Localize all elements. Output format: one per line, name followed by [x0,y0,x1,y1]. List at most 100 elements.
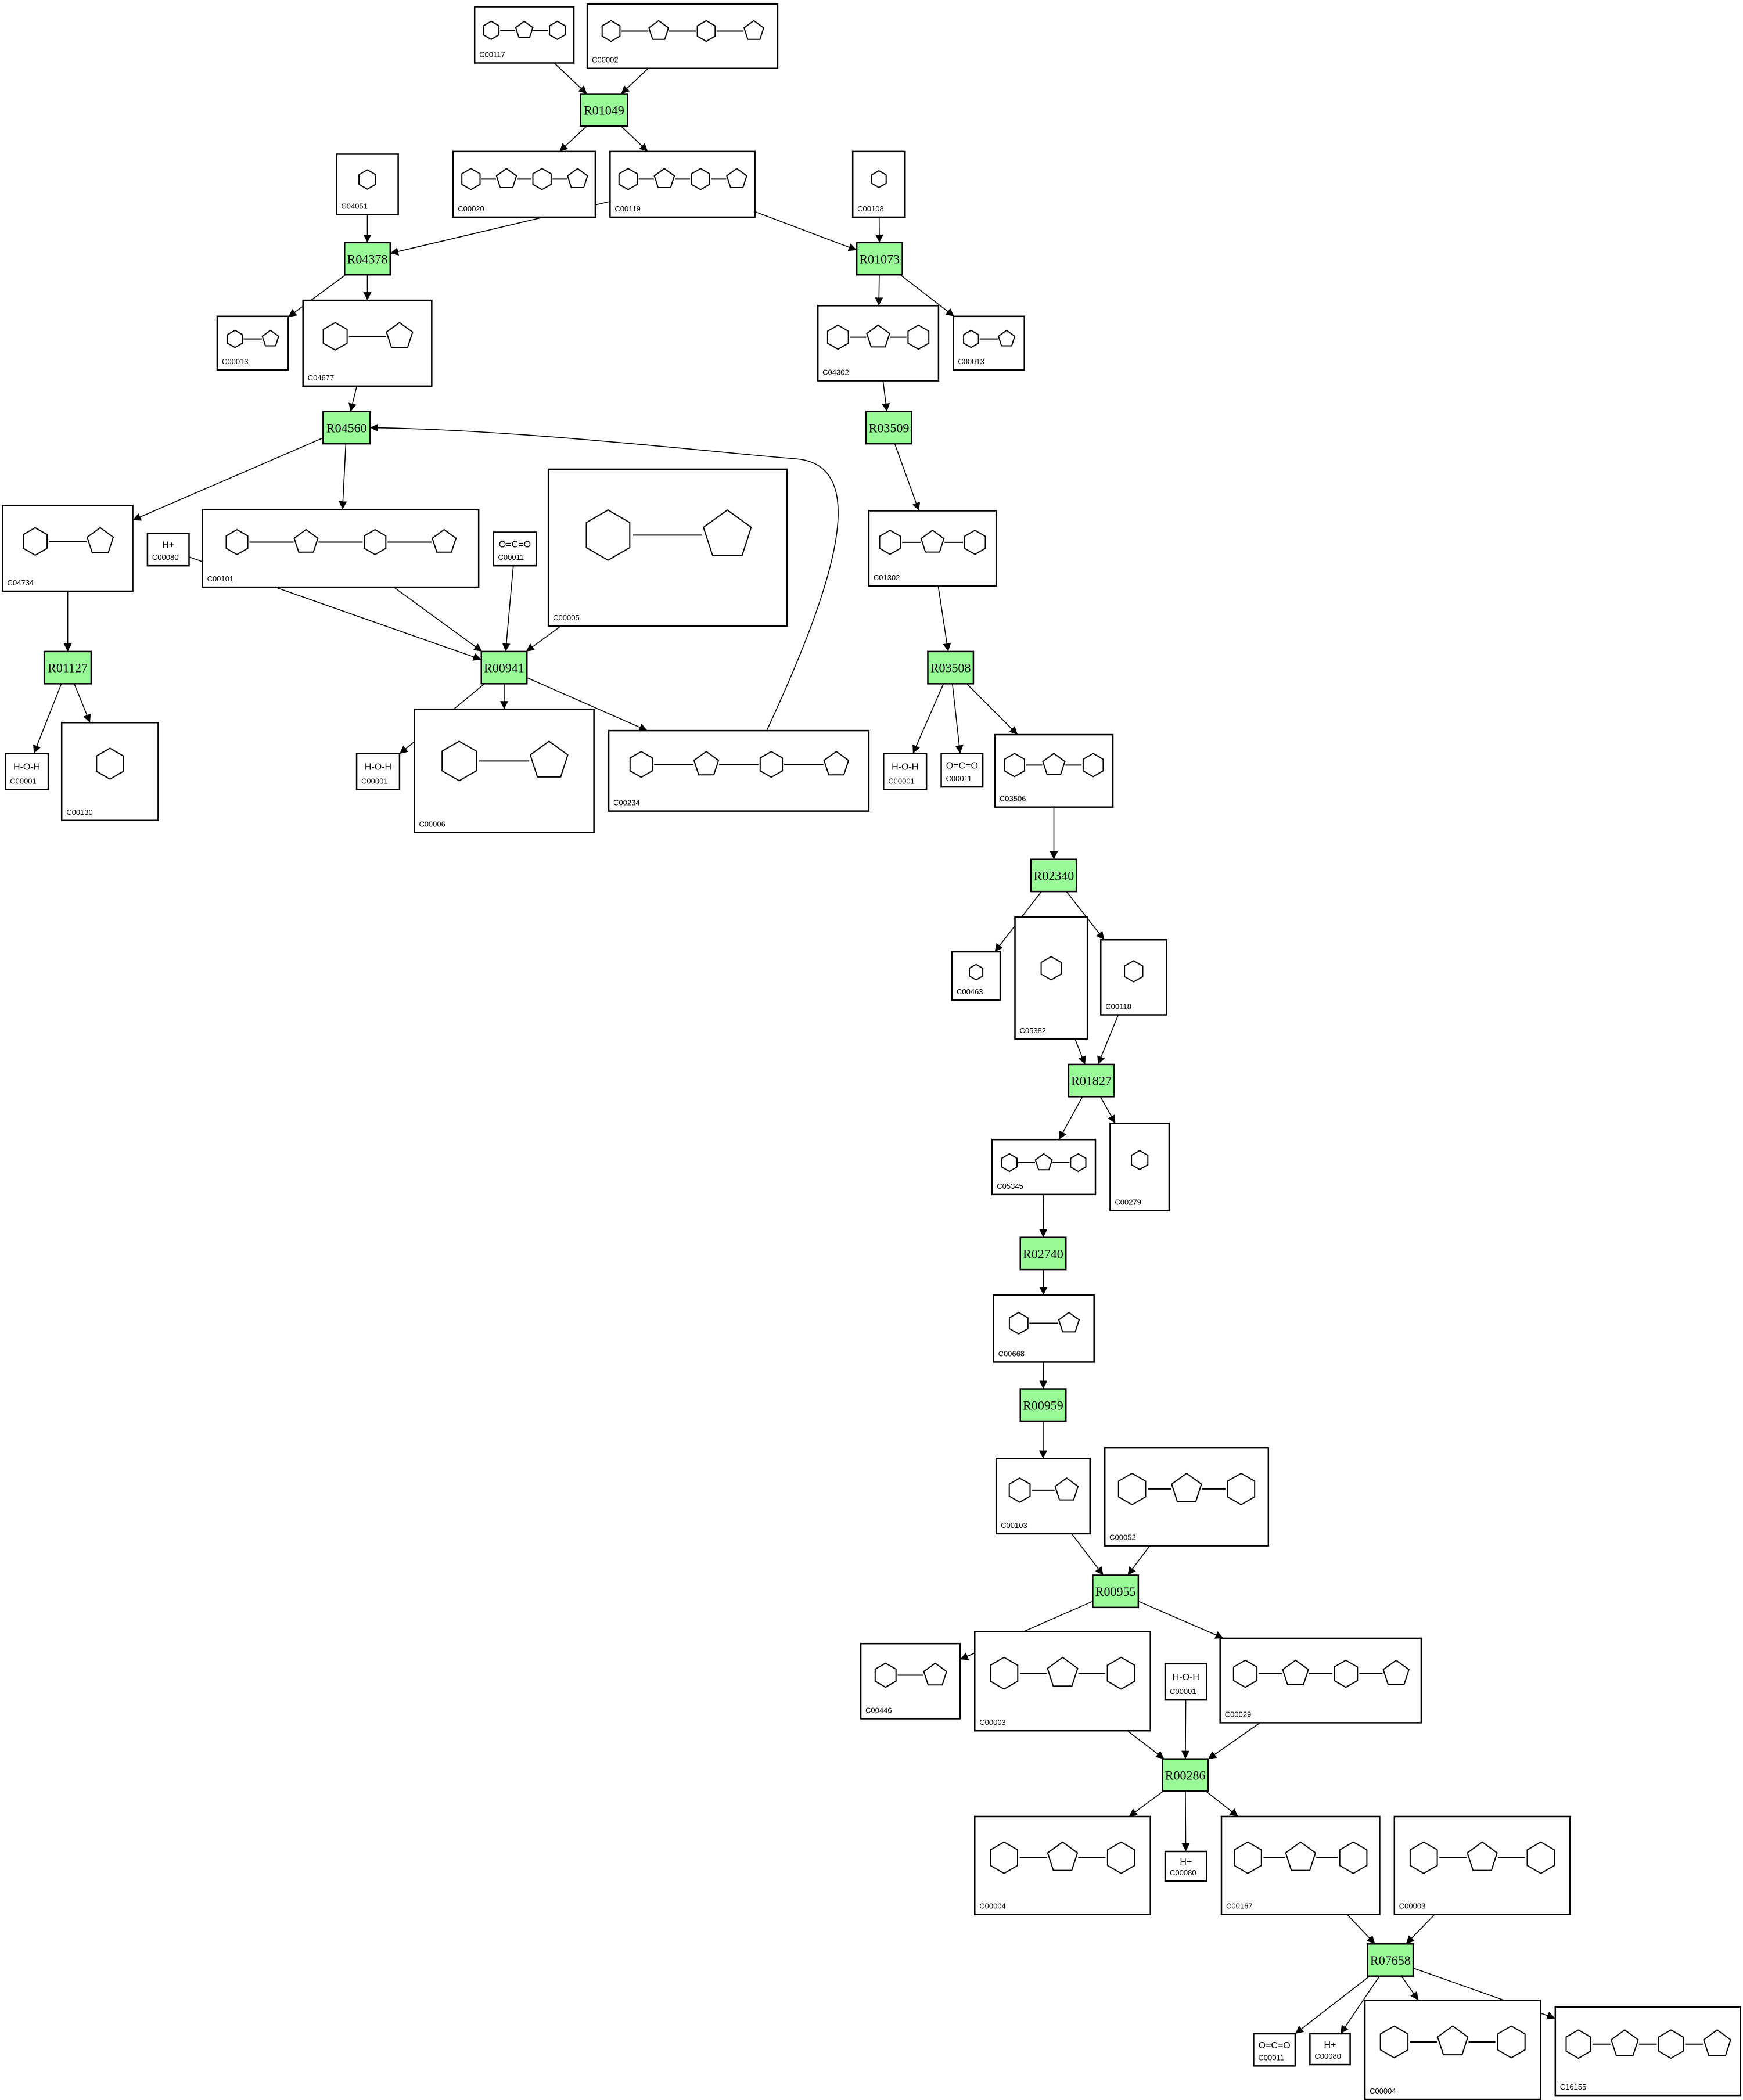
compound-node[interactable]: C00005 [547,468,788,627]
compound-formula: O=C=O [946,761,978,771]
compound-node[interactable]: C00446 [860,1642,961,1720]
edge-arrow [952,684,964,754]
compound-node[interactable]: C00118 [1099,938,1167,1016]
compound-node[interactable]: C00119 [609,150,756,218]
reaction-node[interactable]: R07658 [1367,1943,1414,1977]
compound-node[interactable]: C16155 [1554,2006,1741,2097]
compound-box [1253,2033,1296,2067]
compound-node[interactable]: C00463 [951,951,1001,1001]
reaction-node[interactable]: R02740 [1019,1236,1067,1271]
edge-arrow [912,683,944,754]
compound-node[interactable]: C03506 [994,733,1114,808]
compound-id-label: C00005 [553,613,580,622]
reaction-node[interactable]: R04378 [344,242,391,276]
compound-box [868,510,997,587]
reaction-box [1092,1574,1140,1609]
compound-node[interactable]: C00167 [1220,1815,1381,1915]
compound-node[interactable]: C00004 [974,1815,1151,1915]
compound-node[interactable]: C00003 [974,1631,1151,1732]
compound-node[interactable]: C00117 [473,6,575,64]
compound-box [473,6,575,64]
reaction-label: R00959 [1023,1398,1063,1412]
compound-node[interactable]: H+C00080 [1164,1850,1207,1882]
compound-node[interactable]: C00004 [1364,1999,1541,2100]
reaction-node[interactable]: R03509 [865,411,913,445]
compound-box [547,468,788,627]
compound-node[interactable]: C00013 [216,315,289,371]
compound-node[interactable]: C00108 [851,150,906,218]
reaction-node[interactable]: R01073 [856,242,903,276]
compound-node[interactable]: C00002 [586,3,779,69]
compound-id-label: C05345 [997,1182,1023,1191]
compound-id-label: C00006 [419,820,445,829]
compound-box [883,753,928,790]
compound-node[interactable]: C00029 [1219,1637,1422,1724]
structure-drawing-icon [1001,1153,1087,1173]
compound-formula: H-O-H [892,762,918,772]
reaction-box [580,93,628,127]
compound-node[interactable]: C04677 [302,299,433,387]
structure-drawing-icon [990,1841,1135,1874]
reaction-box [865,411,913,445]
compound-node[interactable]: C00668 [993,1294,1095,1363]
compound-node[interactable]: C00003 [1393,1815,1571,1915]
compound-box [1309,2033,1351,2066]
compound-id-label: C04051 [341,202,368,210]
compound-node[interactable]: C00052 [1104,1447,1270,1547]
reaction-node[interactable]: R01127 [43,650,92,685]
compound-node[interactable]: C00020 [452,150,596,218]
compound-node[interactable]: C04302 [817,305,940,382]
reaction-node[interactable]: R00286 [1162,1758,1209,1792]
reaction-label: R03508 [930,661,971,675]
reaction-label: R04378 [347,252,388,267]
reaction-node[interactable]: R00959 [1019,1388,1067,1422]
compound-node[interactable]: C00101 [202,508,480,588]
compound-id-label: C00119 [614,204,641,213]
compound-node[interactable]: C00006 [414,708,595,833]
compound-node[interactable]: C00279 [1109,1123,1170,1211]
structure-drawing-icon [1040,956,1062,981]
compound-box [1099,938,1167,1016]
reaction-node[interactable]: R02340 [1030,858,1077,893]
edge-arrow [937,585,951,652]
edge-arrow [33,684,62,754]
compound-id-label: C00101 [207,574,234,583]
compound-box [951,951,1001,1001]
compound-box [4,753,49,790]
reaction-box [1030,858,1077,893]
reaction-node[interactable]: R04560 [322,411,371,445]
compound-formula: H-O-H [1173,1673,1199,1682]
edge-arrow [1406,1914,1435,1944]
reaction-node[interactable]: R01827 [1068,1063,1115,1098]
reaction-node[interactable]: R00955 [1092,1574,1140,1609]
compound-node[interactable]: H+C00080 [146,533,190,567]
compound-node[interactable]: C00130 [60,722,159,822]
compound-id-label: C05382 [1020,1026,1047,1035]
compound-node[interactable]: C04734 [2,505,134,592]
compound-node[interactable]: H+C00080 [1309,2033,1351,2066]
structure-drawing-icon [1409,1841,1555,1874]
compound-node[interactable]: C00013 [953,315,1025,371]
compound-node[interactable]: C04051 [336,153,399,215]
compound-box [355,753,401,790]
compound-node[interactable]: C00234 [608,729,870,812]
structure-drawing-icon [96,747,124,780]
compound-node[interactable]: C05382 [1014,916,1088,1040]
compound-node[interactable]: C05345 [991,1138,1097,1196]
compound-node[interactable]: C01302 [868,510,997,587]
structure-drawing-icon [23,527,114,556]
compound-node[interactable]: C00103 [995,1458,1091,1535]
reaction-label: R02340 [1034,868,1074,883]
compound-id-label: C00118 [1105,1002,1131,1011]
reaction-node[interactable]: R03508 [927,650,975,685]
reaction-node[interactable]: R01049 [580,93,628,127]
reaction-node[interactable]: R00941 [480,650,528,685]
